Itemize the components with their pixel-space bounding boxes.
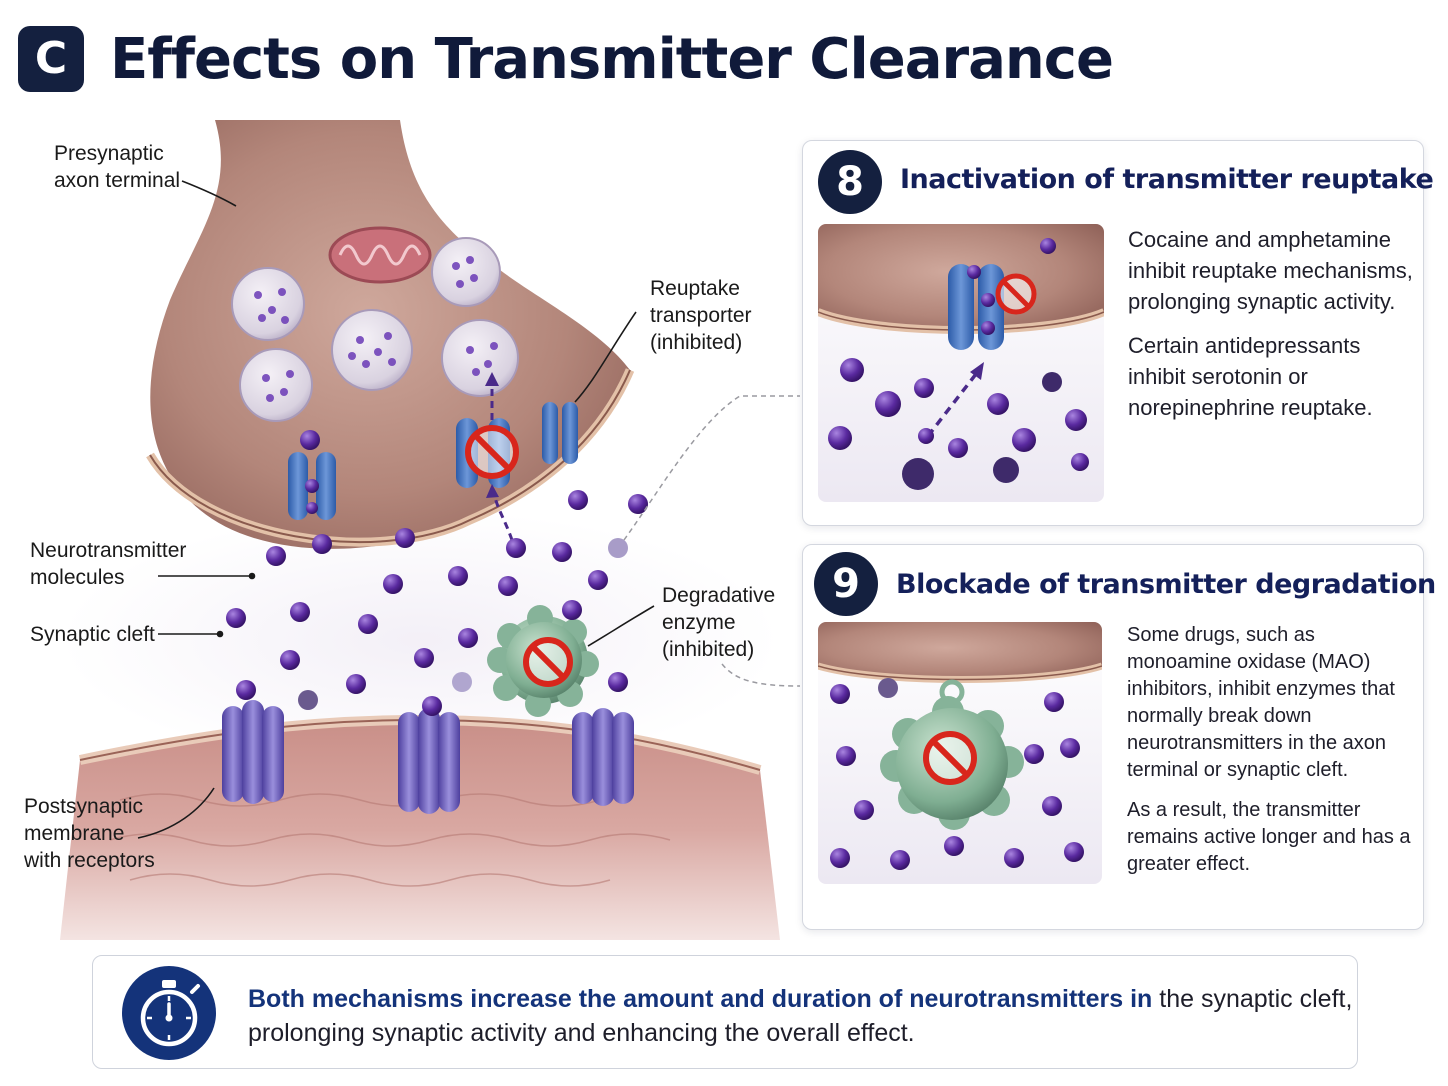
summary-rest: the synaptic cleft, bbox=[1152, 985, 1353, 1013]
panel-text-reuptake: Cocaine and amphetamine inhibit reuptake… bbox=[1128, 227, 1413, 420]
prohibition-icon bbox=[523, 637, 573, 687]
summary-text: Both mechanisms increase the amount and … bbox=[248, 982, 1352, 1050]
degradative-enzyme bbox=[487, 605, 599, 717]
section-badge: C bbox=[18, 26, 84, 92]
stopwatch-icon bbox=[140, 980, 200, 1047]
reuptake-thumbnail bbox=[818, 224, 1104, 502]
prohibition-icon bbox=[465, 425, 519, 479]
prohibition-icon bbox=[923, 731, 977, 785]
panel-number-9: 9 bbox=[814, 552, 878, 616]
panel-number-8: 8 bbox=[818, 150, 882, 214]
page-title: Effects on Transmitter Clearance bbox=[110, 27, 1114, 92]
postsynaptic-receptors bbox=[222, 700, 634, 814]
summary-line2: prolonging synaptic activity and enhanci… bbox=[248, 1019, 915, 1047]
label-synaptic-cleft: Synaptic cleft bbox=[30, 623, 155, 646]
panel-title-degradation: Blockade of transmitter degradation bbox=[896, 569, 1436, 600]
panel-title-reuptake: Inactivation of transmitter reuptake bbox=[900, 164, 1434, 195]
panel-text-degradation: Some drugs, such as monoamine oxidase (M… bbox=[1127, 624, 1411, 875]
degradation-thumbnail bbox=[818, 622, 1102, 884]
neurotransmitter-molecules bbox=[226, 430, 648, 716]
synapse-illustration bbox=[60, 120, 800, 940]
summary-icon-badge bbox=[122, 966, 216, 1060]
summary-box bbox=[92, 955, 1358, 1069]
summary-bold: Both mechanisms increase the amount and … bbox=[248, 985, 1153, 1013]
prohibition-icon bbox=[995, 273, 1037, 315]
reuptake-transporters bbox=[288, 372, 578, 541]
synaptic-vesicles bbox=[231, 237, 519, 422]
